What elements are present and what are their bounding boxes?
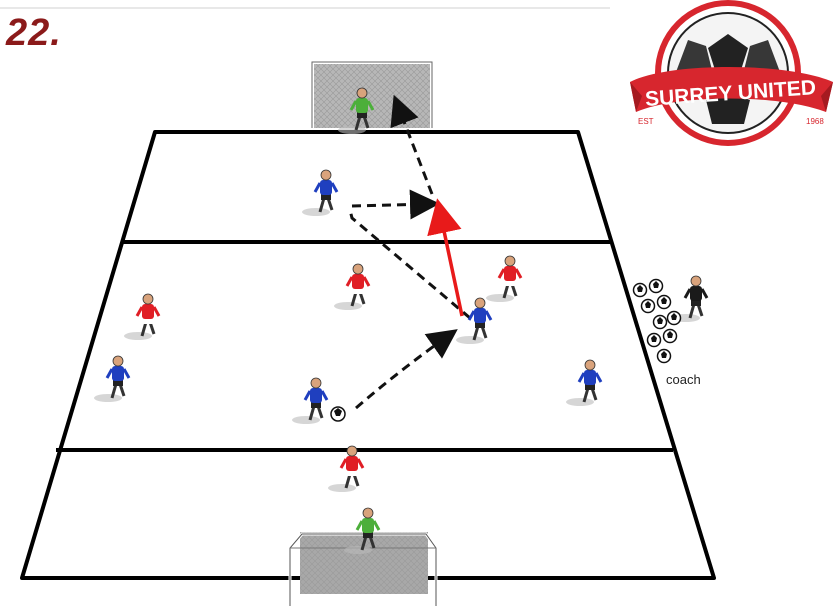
spare-ball	[640, 298, 656, 314]
spare-ball	[648, 278, 664, 294]
pass-arrow-2	[348, 209, 471, 320]
run-arrow	[427, 198, 464, 317]
logo-est: EST	[638, 117, 654, 126]
spare-balls	[632, 278, 682, 364]
drill-number: 22.	[6, 12, 62, 54]
spare-ball	[666, 310, 682, 326]
pass-arrow-3	[351, 189, 440, 220]
top-goal	[310, 60, 434, 128]
game-ball	[330, 406, 346, 422]
blue-player	[292, 377, 329, 424]
movement-arrows	[348, 94, 471, 410]
blue-player	[456, 297, 493, 344]
spare-ball	[656, 348, 672, 364]
blue-player	[94, 355, 131, 402]
spare-ball	[652, 314, 668, 330]
blue-player	[566, 359, 603, 406]
blue-player	[302, 169, 339, 216]
coach-label: coach	[666, 372, 701, 387]
pitch-lines	[20, 130, 716, 580]
red-player	[124, 293, 161, 340]
shot-arrow	[390, 94, 434, 195]
spare-ball	[656, 294, 672, 310]
red-player	[328, 445, 365, 492]
spare-ball	[632, 282, 648, 298]
goalkeeper-top	[338, 87, 375, 134]
club-logo: SURREY UNITED EST 1968	[630, 0, 833, 146]
players	[94, 87, 709, 554]
top-rule	[0, 7, 610, 9]
goalkeeper-bottom	[344, 507, 381, 554]
spare-ball	[646, 332, 662, 348]
red-player	[486, 255, 523, 302]
spare-ball	[662, 328, 678, 344]
logo-year: 1968	[806, 117, 824, 126]
red-player	[334, 263, 371, 310]
